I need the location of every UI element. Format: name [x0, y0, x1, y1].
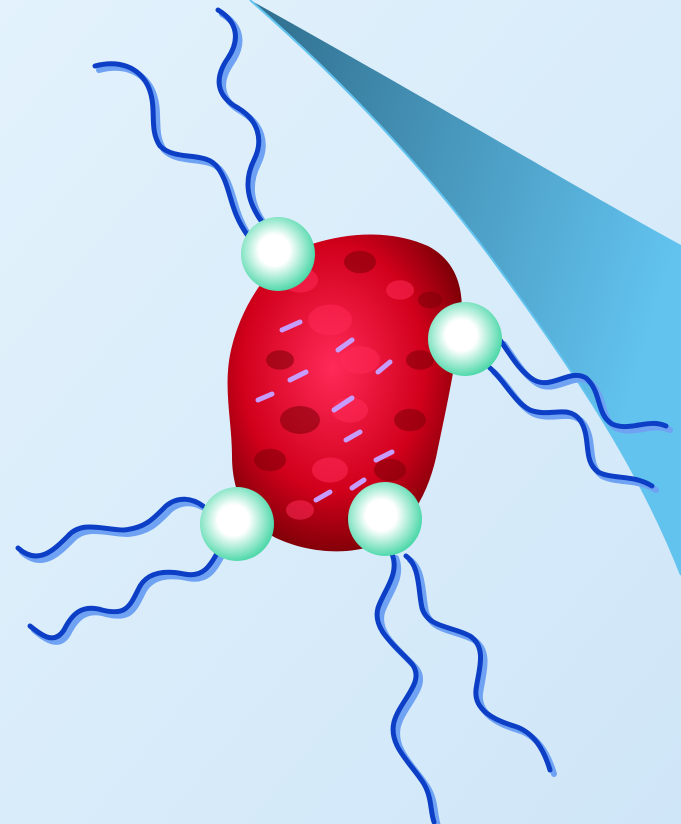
protein-texture-blob — [286, 500, 314, 520]
protein-texture-blob — [386, 280, 414, 300]
anchor-bead-bottom-right — [348, 482, 422, 556]
protein-highlight — [287, 369, 309, 383]
protein-texture-blob — [394, 408, 426, 432]
protein-highlight — [279, 319, 303, 333]
protein-highlight — [313, 489, 333, 503]
polymer-chain — [403, 553, 553, 773]
protein-texture-blob — [266, 350, 294, 370]
protein-texture-blob — [340, 346, 380, 374]
polymer-chain — [15, 496, 206, 559]
protein-texture-blob — [280, 406, 320, 434]
protein-highlight — [349, 477, 367, 491]
polymer-chain — [497, 337, 669, 430]
protein-highlight — [335, 337, 355, 353]
protein-texture-blob — [418, 291, 442, 309]
anchor-bead-top — [241, 217, 315, 291]
polymer-chain — [487, 365, 655, 489]
protein-highlight — [343, 429, 363, 443]
polymer-chain — [92, 61, 251, 239]
protein-highlight — [373, 449, 395, 463]
polymer-chain-shadow — [31, 549, 227, 645]
polymer-chains — [15, 7, 673, 824]
protein-texture-blob — [254, 448, 286, 472]
protein-texture-blob — [344, 250, 376, 274]
protein-texture-blob — [374, 458, 406, 482]
polymer-chain — [27, 545, 223, 641]
protein-highlight — [375, 359, 393, 375]
curved-surface — [249, 0, 681, 576]
protein-texture-blob — [308, 304, 352, 336]
anchor-beads — [200, 217, 502, 561]
anchor-bead-right — [428, 302, 502, 376]
protein-highlight — [331, 395, 355, 413]
polymer-chain-shadow — [19, 500, 210, 563]
polymer-chain — [215, 7, 265, 225]
anchor-bead-bottom-left — [200, 487, 274, 561]
protein-texture-blob — [312, 457, 348, 483]
protein-highlight — [255, 391, 275, 403]
protein-texture-blob — [406, 350, 434, 370]
polymer-chain — [374, 551, 437, 824]
